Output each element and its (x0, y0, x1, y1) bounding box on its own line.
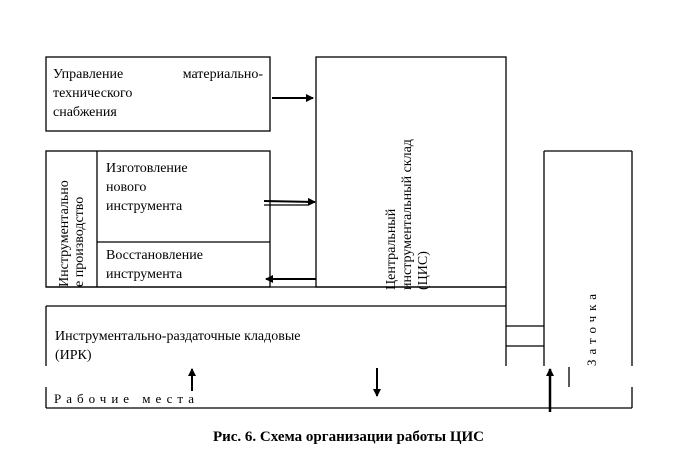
new-tool-line: Изготовление (106, 161, 188, 176)
restore-line: Восстановление (106, 248, 203, 263)
supply-line: материально- (182, 67, 263, 82)
production-line: Инструментально (57, 180, 72, 287)
restore-label: Восстановление инструмента (106, 246, 203, 284)
production-label: Инструментально е производство (57, 180, 87, 287)
workplaces-label: Рабочие места (54, 391, 199, 406)
supply-line: снабжения (53, 105, 117, 120)
restore-line: инструмента (106, 267, 183, 282)
arrow-new-tool-to-cis (263, 197, 316, 206)
new-tool-line: инструмента (106, 199, 183, 214)
irk-label: Инструментально-раздаточные кладовые (ИР… (55, 327, 301, 365)
supply-line: технического (53, 86, 133, 101)
supply-line: Управление (53, 67, 124, 82)
sharpening-label: Заточка (584, 288, 599, 366)
workplaces-box (45, 387, 632, 409)
irk-line: (ИРК) (55, 348, 92, 363)
figure-caption: Рис. 6. Схема организации работы ЦИС (212, 429, 485, 445)
new-tool-line: нового (106, 180, 147, 195)
irk-line: Инструментально-раздаточные кладовые (55, 329, 301, 344)
production-line: е производство (72, 196, 87, 287)
cis-line: (ЦИС) (416, 251, 431, 290)
supply-label: Управление материально- технического снаб… (53, 65, 263, 122)
sharpening-box (543, 150, 633, 408)
cis-line: инструментальный склад (400, 139, 415, 290)
cis-label: Центральный инструментальный склад (ЦИС) (384, 139, 432, 290)
new-tool-label: Изготовление нового инструмента (106, 159, 188, 216)
supply-box (45, 56, 271, 132)
cis-line: Центральный (384, 208, 399, 290)
